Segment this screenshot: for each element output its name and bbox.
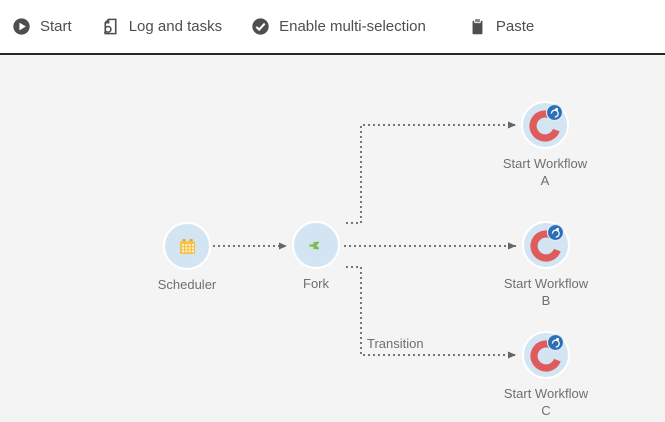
toolbar: Start Log and tasks Enable multi-sel bbox=[0, 0, 665, 55]
play-icon bbox=[12, 17, 31, 36]
calendar-icon bbox=[179, 238, 195, 254]
node-circle bbox=[522, 221, 570, 269]
node-label-line1: Start Workflow bbox=[503, 276, 589, 291]
log-and-tasks-label: Log and tasks bbox=[128, 18, 223, 35]
node-scheduler[interactable]: Scheduler bbox=[158, 222, 216, 292]
paste-button[interactable]: Paste bbox=[468, 17, 534, 36]
clipboard-icon bbox=[468, 17, 487, 36]
node-start-workflow-c[interactable]: Start Workflow C bbox=[504, 331, 588, 418]
node-label-line2: B bbox=[541, 293, 551, 308]
node-label-line2: A bbox=[540, 173, 550, 188]
node-circle bbox=[163, 222, 211, 270]
start-workflow-icon bbox=[529, 103, 564, 142]
log-search-icon bbox=[101, 17, 120, 36]
node-start-workflow-a[interactable]: Start Workflow A bbox=[503, 101, 587, 188]
start-button-label: Start bbox=[40, 18, 72, 35]
enable-multi-selection-label: Enable multi-selection bbox=[279, 18, 426, 35]
node-label-line2: C bbox=[541, 403, 551, 418]
node-label: Start Workflow C bbox=[471, 385, 621, 419]
start-workflow-icon bbox=[530, 223, 565, 262]
node-label: Fork bbox=[303, 276, 329, 291]
node-label: Scheduler bbox=[157, 277, 217, 292]
check-circle-icon bbox=[251, 17, 270, 36]
node-fork[interactable]: Fork bbox=[292, 221, 340, 291]
node-label: Start Workflow A bbox=[470, 155, 620, 189]
node-circle bbox=[521, 101, 569, 149]
transition-label[interactable]: Transition bbox=[367, 336, 424, 351]
node-circle bbox=[292, 221, 340, 269]
node-label-line1: Start Workflow bbox=[503, 386, 589, 401]
node-start-workflow-b[interactable]: Start Workflow B bbox=[504, 221, 588, 308]
node-label: Start Workflow B bbox=[471, 275, 621, 309]
log-and-tasks-button[interactable]: Log and tasks bbox=[101, 17, 222, 36]
fork-icon bbox=[309, 240, 319, 250]
enable-multi-selection-button[interactable]: Enable multi-selection bbox=[251, 17, 426, 36]
node-label-line1: Start Workflow bbox=[502, 156, 588, 171]
start-button[interactable]: Start bbox=[12, 17, 72, 36]
node-circle bbox=[522, 331, 570, 379]
paste-button-label: Paste bbox=[495, 18, 535, 35]
start-workflow-icon bbox=[530, 333, 565, 372]
